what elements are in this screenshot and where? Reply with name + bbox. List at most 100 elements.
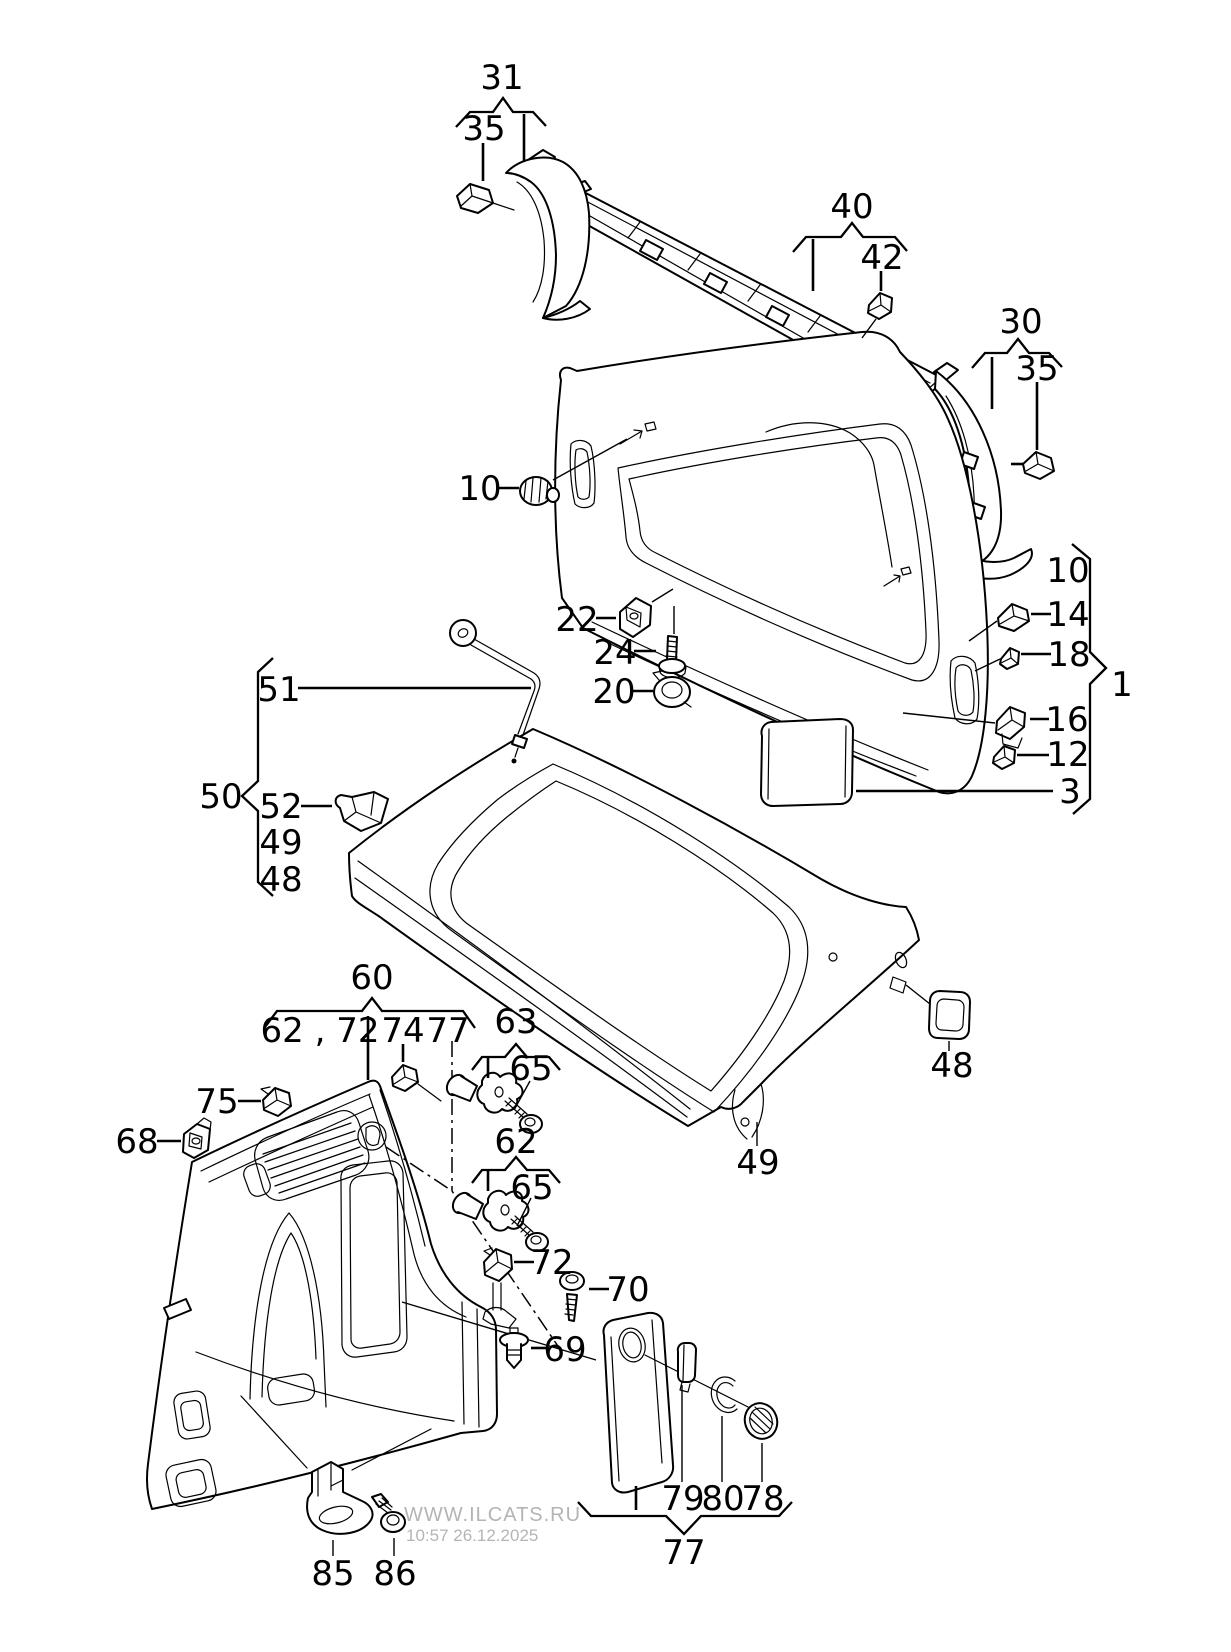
pillar-trim-left-31-drawing	[505, 149, 591, 321]
shelf-front-band	[354, 860, 691, 1118]
part-label-31: 31	[480, 58, 523, 98]
vent-grille-tab	[243, 1163, 271, 1197]
part-label-77-bracket: 77	[662, 1533, 705, 1573]
part-label-50: 50	[199, 777, 242, 817]
clip-35-left-drawing	[456, 183, 515, 214]
bracket-31	[455, 96, 547, 128]
part-label-62-72: 62 , 72	[261, 1011, 380, 1051]
tailgate-pull-cutouts	[569, 439, 980, 725]
part-label-48-group: 48	[259, 860, 302, 900]
part-label-40: 40	[830, 187, 873, 227]
screw-86-drawing	[371, 1493, 406, 1533]
pillar-trim-right-30-drawing	[933, 362, 1033, 580]
part-label-35-right: 35	[1015, 349, 1058, 389]
screw-70-drawing	[559, 1271, 585, 1322]
shelf-hinge-corner	[731, 1083, 764, 1140]
tailgate-lower-band	[591, 621, 929, 777]
rod51-ferrule	[511, 734, 528, 749]
part78-hatch	[749, 1406, 774, 1434]
part-label-3: 3	[1059, 772, 1081, 812]
locating-dash-dot-line	[385, 1041, 563, 1353]
tailgate-panel-body	[554, 330, 989, 795]
pillar-left-foot	[542, 300, 591, 321]
part-label-14: 14	[1046, 595, 1089, 635]
side-panel-round-hole	[357, 1121, 387, 1151]
clip-75-drawing	[260, 1086, 292, 1117]
shelf-groove	[429, 763, 809, 1113]
bracket-40	[792, 221, 908, 253]
part-label-49-shelf: 49	[736, 1143, 779, 1183]
hook85-leaders	[240, 1395, 432, 1471]
shelf-round-hole	[828, 952, 838, 962]
screw-24-drawing	[658, 635, 687, 679]
part-label-18: 18	[1047, 635, 1090, 675]
screw86-head-inner	[386, 1514, 400, 1526]
vent-grille-slats	[262, 1122, 366, 1194]
part-label-65-upper: 65	[509, 1049, 552, 1089]
part-label-35-top: 35	[462, 109, 505, 149]
part-label-48-shelf: 48	[930, 1046, 973, 1086]
side-panel-edge-tab	[163, 1298, 192, 1320]
clip-68-drawing	[182, 1117, 212, 1159]
clip-16-drawing	[995, 706, 1026, 749]
part-label-20: 20	[592, 672, 635, 712]
part-label-85: 85	[311, 1554, 354, 1594]
part-label-68: 68	[115, 1122, 158, 1162]
side-panel-pocket	[267, 1373, 316, 1406]
part79-body	[676, 1342, 697, 1383]
access-flap-3-drawing	[760, 718, 854, 807]
part-label-24: 24	[593, 633, 636, 673]
hook85-detail	[317, 1463, 344, 1497]
part-label-22: 22	[555, 600, 598, 640]
part-label-79: 79	[661, 1479, 704, 1519]
part-labels: 31 35 40 42 30 35 10 22 24 20 10 14 18 1…	[115, 58, 1132, 1594]
part-label-1: 1	[1111, 665, 1133, 705]
part-label-60: 60	[350, 958, 393, 998]
part-label-51: 51	[257, 670, 300, 710]
flap77-body	[602, 1311, 675, 1494]
hook85-body	[306, 1461, 374, 1535]
strip-clip-tabs	[572, 180, 854, 360]
watermark-timestamp: 10:57 26.12.2025	[406, 1526, 538, 1545]
screw86-tip	[371, 1493, 389, 1508]
clip-nut-22-drawing	[619, 597, 652, 638]
tailgate-trim-panel-drawing	[554, 330, 989, 795]
watermark: WWW.ILCATS.RU 10:57 26.12.2025	[404, 1504, 580, 1545]
part-label-30: 30	[999, 302, 1042, 342]
flap77-hole	[618, 1327, 646, 1363]
shelf-edge-hole	[889, 976, 907, 994]
part-label-10-list: 10	[1046, 551, 1089, 591]
flap3-inner-lines	[767, 725, 847, 800]
part-label-80: 80	[701, 1479, 744, 1519]
part-79-sleeve-drawing	[676, 1342, 697, 1393]
part79-detail	[679, 1344, 691, 1393]
part-label-78: 78	[741, 1479, 784, 1519]
bezel-48-drawing	[928, 990, 971, 1040]
pillar-left-crease	[516, 181, 546, 303]
part-label-65-lower: 65	[510, 1168, 553, 1208]
side-panel-window-opening	[340, 1160, 408, 1358]
side-panel-left-holes	[165, 1390, 217, 1508]
shelf-oval-hole	[894, 951, 908, 969]
flap-locating-line	[401, 1301, 597, 1361]
clip-72-drawing	[482, 1247, 517, 1329]
bag-hook-85-drawing	[240, 1395, 432, 1535]
part-80-ring-drawing	[710, 1376, 738, 1414]
shelf-body	[348, 728, 920, 1127]
side-panel-right-creases	[368, 1089, 480, 1428]
bracket-60	[264, 996, 476, 1029]
part-label-49-group: 49	[259, 823, 302, 863]
tailgate-window-opening	[617, 423, 940, 682]
part-label-10-panel: 10	[458, 469, 501, 509]
part-label-70: 70	[606, 1270, 649, 1310]
rod51-shaft	[470, 638, 541, 736]
bracket-62	[471, 1155, 561, 1184]
rod51-loop	[449, 619, 477, 647]
screw86-threads	[375, 1497, 393, 1514]
part-label-16: 16	[1045, 700, 1088, 740]
clip-74-drawing	[391, 1064, 442, 1102]
grommet-screw-set-drawing	[445, 1071, 543, 1134]
clip-12-drawing	[992, 745, 1016, 770]
part-label-75: 75	[195, 1082, 238, 1122]
